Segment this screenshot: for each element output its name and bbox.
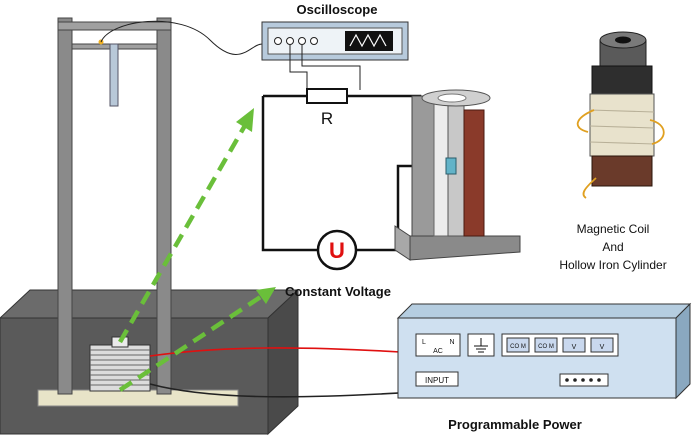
- magnet-sample: [445, 157, 457, 175]
- oscilloscope: [261, 21, 409, 61]
- programmable-power-label: Programmable Power: [448, 417, 582, 432]
- coil-caption-line-2: And: [602, 240, 623, 254]
- constant-voltage-label: Constant Voltage: [285, 284, 391, 299]
- output-terminals: [501, 333, 619, 357]
- cylinder-cross-section: [394, 89, 521, 261]
- com-2-label: CO M: [538, 344, 554, 350]
- circuit: [261, 88, 440, 271]
- base-block: [0, 288, 300, 436]
- oscilloscope-waveform: [349, 33, 387, 48]
- resistor: [306, 88, 348, 104]
- oscilloscope-port-2: [286, 37, 294, 45]
- tower-frame: [57, 17, 172, 395]
- ac-left-label: L: [422, 339, 426, 346]
- base-coil: [89, 336, 151, 392]
- sensor-wire: [100, 20, 263, 55]
- oscilloscope-port-3: [298, 37, 306, 45]
- ac-main-label: AC: [433, 348, 443, 355]
- voltage-source: [316, 229, 358, 271]
- scope-lead-1: [289, 45, 308, 90]
- coil-caption-line-3: Hollow Iron Cylinder: [559, 258, 666, 272]
- oscilloscope-port-1: [274, 37, 282, 45]
- resistor-label: R: [321, 109, 333, 128]
- ac-right-label: N: [449, 339, 454, 346]
- coil-photo: [576, 31, 665, 199]
- com-1-label: CO M: [510, 344, 526, 350]
- oscilloscope-port-4: [310, 37, 318, 45]
- oscilloscope-label: Oscilloscope: [297, 2, 378, 17]
- v-2-label: V: [600, 344, 605, 351]
- pointer-arrows: [118, 108, 276, 392]
- v-1-label: V: [572, 344, 577, 351]
- programmable-power-supply: [396, 302, 692, 400]
- ac-socket: [415, 333, 461, 357]
- voltage-source-label: U: [329, 238, 345, 263]
- coil-caption-line-1: Magnetic Coil: [577, 222, 650, 236]
- scope-lead-2: [301, 45, 361, 90]
- input-label: INPUT: [425, 376, 449, 385]
- input-port: [415, 371, 459, 387]
